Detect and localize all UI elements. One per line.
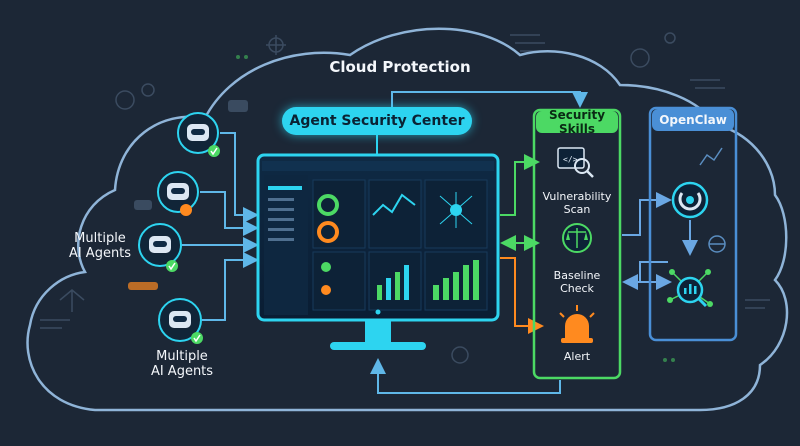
agent-arrows: [182, 132, 259, 321]
skill-alert: Alert: [563, 350, 591, 363]
network-decor: [59, 289, 85, 312]
openclaw-header: OpenClaw: [652, 109, 734, 131]
svg-text:</>: </>: [563, 155, 578, 164]
page-title: Cloud Protection: [329, 58, 471, 76]
openclaw-panel: [648, 106, 738, 342]
code-scan-icon: </>: [557, 147, 594, 178]
gear-icon-bottom: [451, 346, 469, 364]
background-decor: [40, 32, 770, 364]
gear-icon: [141, 83, 155, 97]
agent-security-center-label: Agent Security Center: [282, 107, 472, 135]
dashboard-monitor: [256, 153, 500, 350]
skill-arrows: [370, 154, 561, 394]
dashboard-sidebar: [264, 175, 308, 315]
robot-icon-1: [177, 100, 248, 157]
security-skills-panel: </>: [532, 108, 622, 380]
openclaw-logo-icon: [671, 181, 709, 219]
robot-icon-3: [138, 223, 182, 272]
top-connector-arrow: [391, 91, 588, 108]
security-skills-header: Security Skills: [536, 108, 618, 136]
analytics-magnifier-icon: [667, 269, 713, 308]
alarm-siren-icon: [559, 305, 595, 343]
scales-icon: [562, 223, 592, 253]
openclaw-arrows: [622, 192, 698, 290]
trend-icon: [699, 147, 723, 166]
robot-icon-4: [128, 282, 203, 344]
agent-icons: [128, 100, 248, 344]
cloud-outline: [26, 27, 789, 412]
robot-icon-2: [134, 171, 199, 216]
gear-icon-right: [630, 48, 650, 68]
